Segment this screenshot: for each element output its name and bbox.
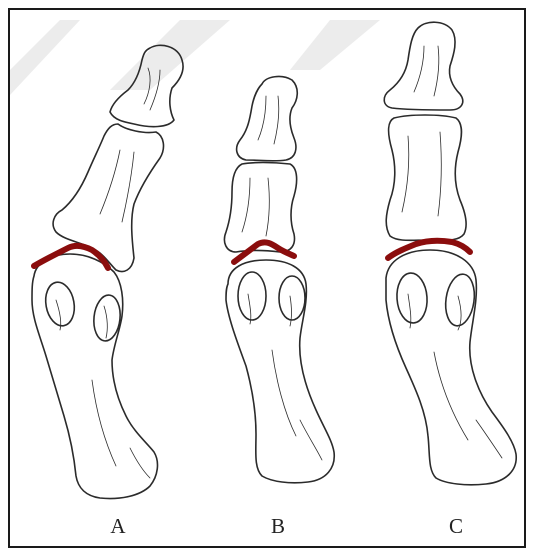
- toe-a-sesamoid-left: [42, 280, 77, 328]
- toe-a-joint-line: [34, 246, 108, 268]
- toe-b-joint-line: [234, 242, 294, 262]
- label-c: C: [449, 514, 463, 539]
- toe-b-sesamoid-right: [279, 276, 305, 320]
- toe-a: [32, 45, 183, 498]
- toe-c-sesamoid-left: [395, 272, 428, 324]
- toe-b-distal-phalanx: [237, 77, 298, 161]
- label-a: A: [110, 514, 125, 539]
- toe-a-metatarsal: [32, 254, 157, 499]
- toe-c-sesamoid-right: [443, 272, 478, 327]
- toe-b-sesamoid-left: [238, 272, 266, 320]
- toe-b: [224, 77, 334, 483]
- label-b: B: [271, 514, 285, 539]
- toe-c-distal-phalanx: [384, 22, 463, 110]
- toe-b-proximal-phalanx: [224, 163, 296, 253]
- toe-b-metatarsal: [226, 260, 334, 483]
- toe-c-proximal-phalanx: [386, 115, 466, 240]
- watermark: [10, 20, 380, 95]
- toe-c: [384, 22, 516, 485]
